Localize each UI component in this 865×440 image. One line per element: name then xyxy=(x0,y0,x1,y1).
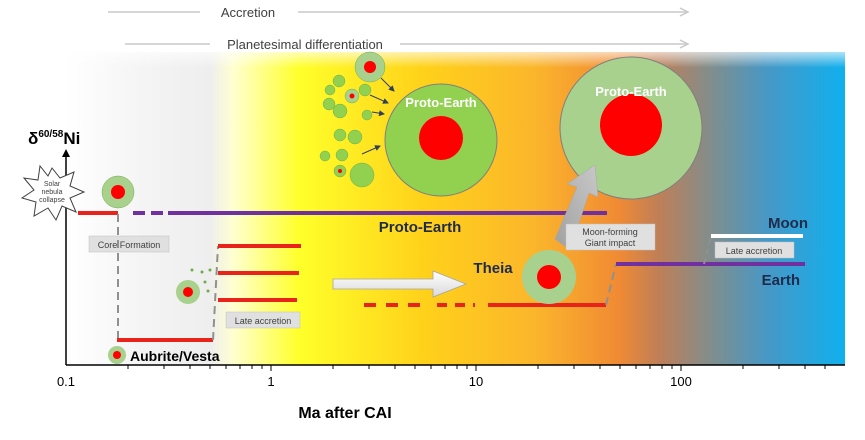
proto-earth-large-core xyxy=(600,94,662,156)
solar-nebula-starburst xyxy=(20,164,86,222)
x-axis-ticks xyxy=(127,365,826,371)
giant-impact-label: Giant impact xyxy=(585,238,636,248)
solar-nebula-label: collapse xyxy=(39,197,65,204)
differentiation-arrowhead xyxy=(679,39,690,49)
late-accretion-label-left: Late accretion xyxy=(235,316,292,326)
solar-nebula-label: nebula xyxy=(41,189,62,196)
differentiation-label: Planetesimal differentiation xyxy=(227,37,383,52)
giant-impact-box xyxy=(565,223,656,251)
theia-label: Theia xyxy=(473,260,513,277)
giant-impact-label: Moon-forming xyxy=(582,227,638,237)
growth-arrow xyxy=(332,270,468,298)
aubrite-vesta-core xyxy=(113,351,121,359)
late-accretion-label-right: Late accretion xyxy=(726,246,783,256)
x-tick-label: 1 xyxy=(267,374,274,389)
late-accretion-box-right xyxy=(714,241,795,259)
theia-core xyxy=(537,265,561,289)
moon-rise-line xyxy=(703,235,712,265)
late-accretion-box-left xyxy=(225,311,301,329)
x-tick-label: 0.1 xyxy=(57,374,75,389)
late-accretion-rise-line xyxy=(212,245,219,341)
x-tick-label: 100 xyxy=(670,374,692,389)
moon-label: Moon xyxy=(768,215,808,232)
y-axis-arrow xyxy=(62,149,70,157)
x-axis-title: Ma after CAI xyxy=(298,405,391,422)
core-formation-box xyxy=(88,235,170,253)
proto-earth-small-label: Proto-Earth xyxy=(405,95,477,110)
core-formation-label: Core Formation xyxy=(98,240,161,250)
accretion-arrows xyxy=(361,77,395,155)
solar-nebula-label: Solar xyxy=(44,181,61,188)
early-planetesimal-core xyxy=(111,185,125,199)
proto-earth-large-label: Proto-Earth xyxy=(595,84,667,99)
post-impact-rise-line xyxy=(605,263,617,306)
y-axis-title: δ60/58Ni xyxy=(28,129,80,148)
accretion-arrowhead xyxy=(679,7,690,17)
aubrite-vesta-label: Aubrite/Vesta xyxy=(130,348,220,364)
proto-earth-line-label: Proto-Earth xyxy=(379,219,462,236)
planetesimal-swarm xyxy=(319,51,386,188)
accretion-label: Accretion xyxy=(221,5,275,20)
proto-earth-small-core xyxy=(419,116,463,160)
x-tick-label: 10 xyxy=(469,374,483,389)
accreting-particles xyxy=(190,268,212,293)
earth-label: Earth xyxy=(762,272,800,289)
late-accretion-body-core xyxy=(183,287,193,297)
